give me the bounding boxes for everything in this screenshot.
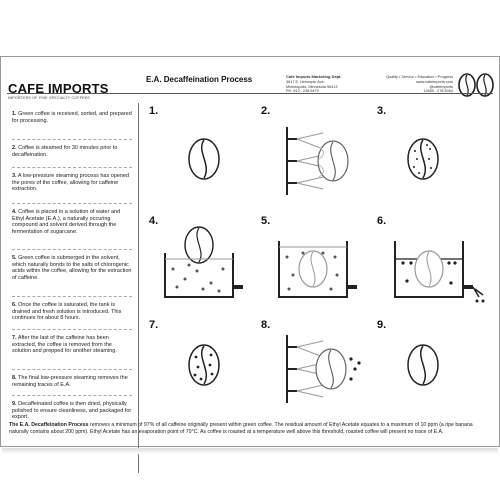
illustration-grid: 1. 2. 3. 4. 5. 6. 7. 8. 9.	[141, 103, 495, 473]
submerged-bean-tank-icon	[278, 241, 357, 298]
dept-address1: 3617 E. Hennepin Ave.	[286, 79, 325, 84]
step-divider	[12, 329, 132, 330]
grid-number-1: 1.	[149, 105, 159, 117]
footer-note: The E.A. Decaffeination Process removes …	[9, 422, 493, 435]
step-divider	[12, 395, 132, 396]
header-divider	[7, 93, 493, 94]
footer-text: removes a minimum of 97% of all caffeine…	[9, 422, 473, 435]
grid-number-9: 9.	[377, 319, 387, 331]
dept-info: Cafe Imports Marketing Dept. 3617 E. Hen…	[286, 74, 366, 94]
step-6: 6. Once the coffee is saturated, the tan…	[12, 302, 122, 322]
steam-nozzles-icon	[286, 127, 349, 195]
porous-bean-icon	[407, 138, 439, 180]
decaf-bean-icon	[188, 344, 220, 386]
step-4: 4. Coffee is placed in a solution of wat…	[12, 209, 121, 235]
solvent-tank-icon	[164, 226, 243, 298]
step-divider	[12, 249, 132, 250]
step-divider	[12, 296, 132, 297]
steps-column: 1. Green coffee is received, sorted, and…	[7, 103, 139, 473]
step-9: 9. Decaffeinated coffee is then dried, p…	[12, 401, 132, 421]
process-sheet: CAFE IMPORTS IMPORTERS OF FINE SPECIALTY…	[0, 56, 500, 473]
grid-number-2: 2.	[261, 105, 271, 117]
step-2: 2. Coffee is steamed for 30 minutes prio…	[12, 145, 118, 158]
step-divider	[12, 167, 132, 168]
final-steam-icon	[286, 335, 361, 403]
grid-number-6: 6.	[377, 215, 387, 227]
grid-number-8: 8.	[261, 319, 271, 331]
page-title: E.A. Decaffeination Process	[146, 75, 253, 84]
coffee-bean-logo-icon	[458, 73, 494, 97]
tagline-values: Quality • Service • Education • Progress	[386, 75, 453, 79]
grid-number-5: 5.	[261, 215, 271, 227]
tagline-website: www.cafeimports.com	[416, 79, 453, 84]
step-5: 5. Green coffee is submerged in the solv…	[12, 255, 132, 281]
tagline: Quality • Service • Education • Progress…	[373, 75, 453, 94]
step-divider	[12, 369, 132, 370]
step-1: 1. Green coffee is received, sorted, and…	[12, 111, 132, 124]
finished-bean-icon	[407, 344, 439, 386]
step-3: 3. A low-pressure steaming process has o…	[12, 173, 130, 193]
brand-logo-text: CAFE IMPORTS	[8, 81, 109, 96]
draining-tank-icon	[394, 241, 485, 303]
green-bean-icon	[188, 138, 220, 180]
page-shadow	[2, 448, 498, 454]
dept-address2: Minneapolis, Minnesota 55413	[286, 84, 338, 89]
grid-number-7: 7.	[149, 319, 159, 331]
dept-phone: PH. 612 . 238.9479	[286, 89, 319, 94]
grid-number-3: 3.	[377, 105, 387, 117]
dept-name: Cafe Imports Marketing Dept.	[286, 74, 342, 79]
footer-bold: The E.A. Decaffeination Process	[9, 422, 89, 428]
step-7: 7. After the last of the caffeine has be…	[12, 335, 117, 355]
brand-subtitle: IMPORTERS OF FINE SPECIALTY COFFEES	[8, 96, 90, 100]
step-divider	[12, 139, 132, 140]
step-divider	[12, 203, 132, 204]
grid-number-4: 4.	[149, 215, 159, 227]
step-8: 8. The final low-pressure steaming remov…	[12, 375, 128, 388]
tagline-handle: @cafeimports	[429, 84, 453, 89]
tagline-phone: 12650 . 278.5064	[423, 89, 453, 94]
